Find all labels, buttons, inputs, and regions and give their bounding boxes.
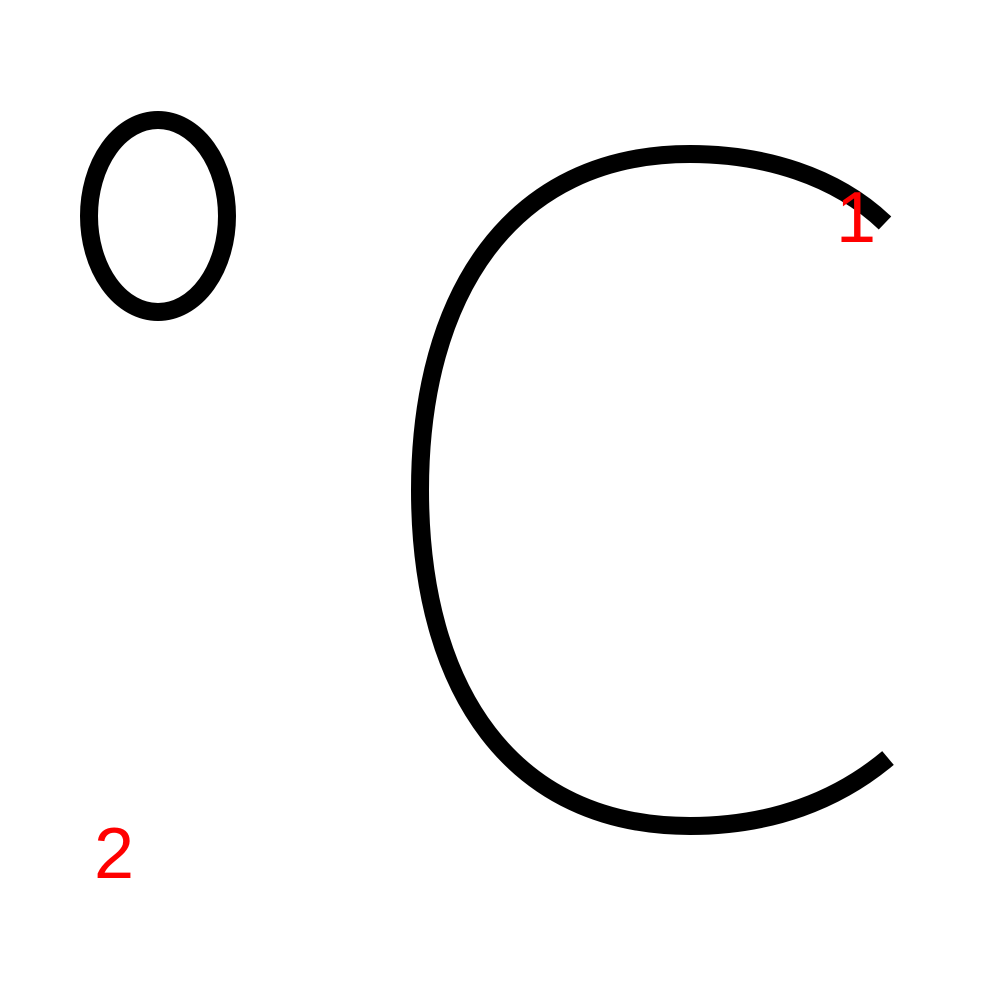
degree-ring-stroke bbox=[80, 111, 236, 321]
letter-c-stroke bbox=[411, 145, 894, 835]
stroke-order-label-1: 1 bbox=[836, 178, 876, 258]
stroke-order-label-2: 2 bbox=[94, 814, 134, 894]
